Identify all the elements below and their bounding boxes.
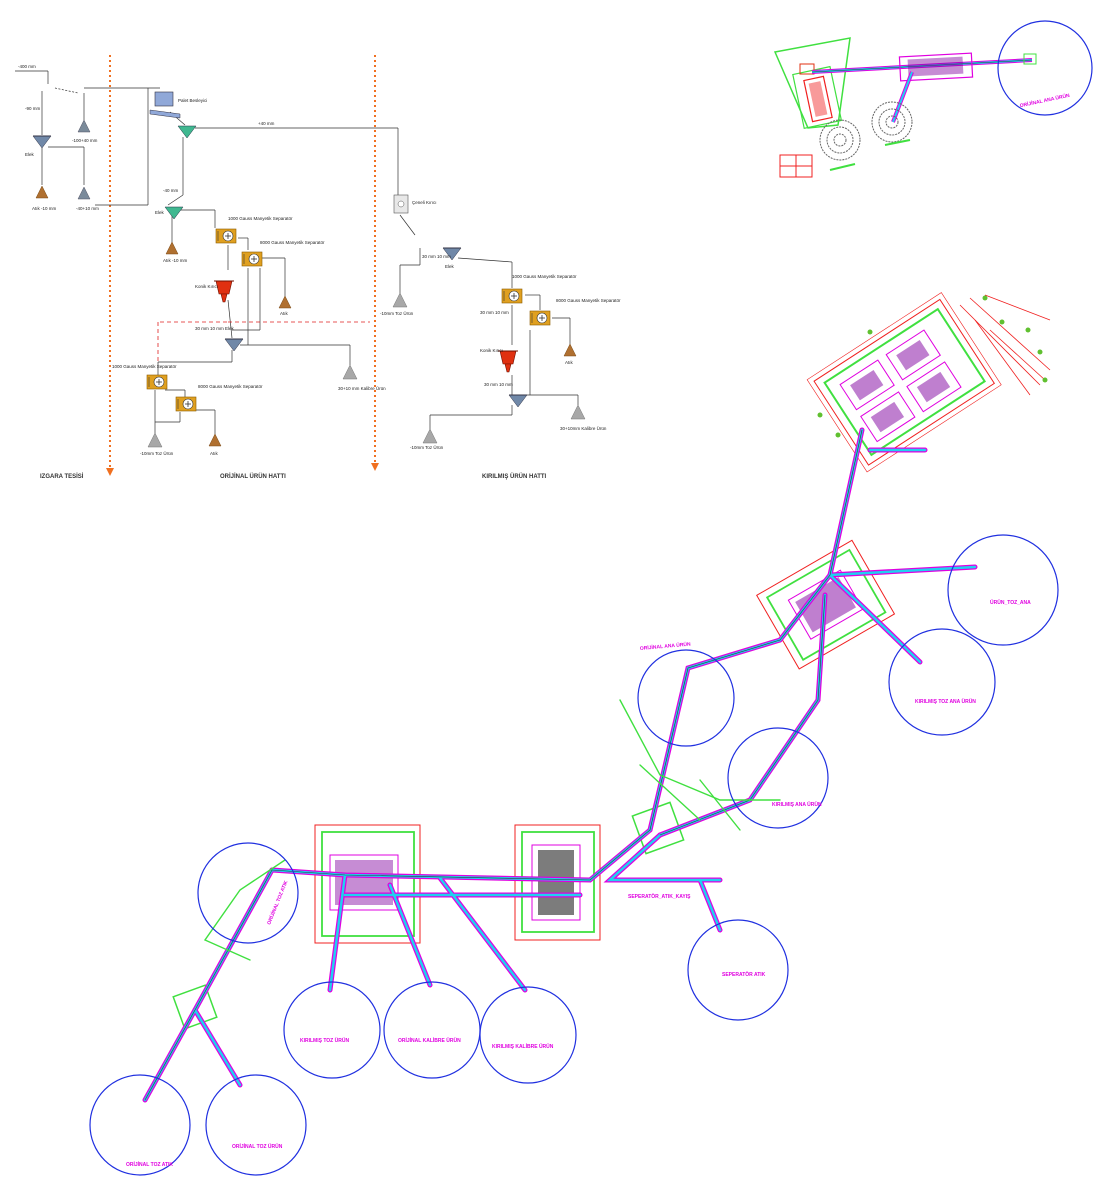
pile-toz-c [422,428,438,444]
lbl-ceneli-kirici: Çeneli Kırıcı [412,200,437,205]
plan-label-11: SEPERATÖR_ATIK_KAYIŞ [628,893,691,900]
lbl-atik-c: Atık [565,360,574,365]
plan-label-7: KIRILMIŞ KALİBRE ÜRÜN [492,1043,554,1050]
pile-kalibre-a [342,364,358,380]
lbl-sep1000-b: 1000 Gauss Manyetik Separatör [112,364,177,369]
lbl-sep8000-c: 8000 Gauss Manyetik Separatör [556,298,621,303]
plan-top: ORİJİNAL ANA ÜRÜN [773,20,1093,178]
plan-label-2: KIRILMIŞ TOZ ANA ÜRÜN [915,698,976,705]
lbl-palet-besleyici: Palet Besleyici [178,98,207,103]
konik-kirici-b-icon [497,350,519,373]
lbl-atik-b: Atık [210,451,219,456]
sep-8000-b [175,396,197,412]
lbl-sep1000-a: 1000 Gauss Manyetik Separatör [228,216,293,221]
plan-label-3: KIRILMIŞ ANA ÜRÜN [772,801,822,808]
plan-label-9: ORİJİNAL TOZ ATIK [265,879,289,926]
section-label-izgara: IZGARA TESİSİ [40,473,84,480]
plan-main: ORİJİNAL TOZ ATIK ORİJİNAL ANA ÜRÜN KIRI… [89,292,1059,1176]
lbl-sep8000-b: 8000 Gauss Manyetik Separatör [198,384,263,389]
lbl-atik-a: Atık [280,311,289,316]
lbl-range-30-10-a: 30 mm 10 mm Elek [195,326,235,331]
elek2-screen [164,206,184,220]
plan-label-1: ORİJİNAL ANA ÜRÜN [640,641,692,652]
lbl-feed: -400 mm [18,64,36,69]
lbl-minus90: -90 mm [25,106,41,111]
lbl-sep1000-c: 1000 Gauss Manyetik Separatör [512,274,577,279]
lbl-sep8000-a: 8000 Gauss Manyetik Separatör [260,240,325,245]
sep-1000-b [146,374,168,390]
pile-kalibre-b [570,404,586,420]
plan-label-6: ORİJİNAL KALİBRE ÜRÜN [398,1037,461,1044]
lbl-range-30-10-d: 30 mm 10 mm [484,382,513,387]
pile-atik-10 [35,185,49,199]
lbl-elek1: Elek [25,152,35,157]
plan-label-10: ORİJİNAL TOZ ÜRÜN [232,1143,283,1150]
elek1-screen [32,135,52,149]
pile-40-10 [77,186,91,200]
lbl-kalibre-urun: 30+10mm Kalibre Ürün [560,425,607,431]
lbl-kirilmis-urun-a: 30+10 mm Kalibre Ürün [338,385,386,391]
sep-1000-a [215,228,237,244]
plan-label-8: SEPERATÖR ATIK [722,971,766,978]
pile-atik-a [278,295,292,309]
flowsheet: -400 mm -90 mm Elek -100+40 mm Atık -10 … [15,55,621,480]
lbl-atik-10: Atık -10 mm [32,206,57,211]
lbl-toz-urun-c: -10mm Toz Ürün [410,444,444,450]
screen-building-right [514,824,601,941]
ceneli-kirici-icon [393,194,409,214]
screen-plus40 [177,125,197,139]
lbl-toz-urun-a: -10mm Toz Ürün [140,450,174,456]
lbl-minus40: -40 mm [163,188,179,193]
section-label-kirilmis: KIRILMIŞ ÜRÜN HATTI [482,473,547,480]
conveyors [142,427,978,1103]
crusher-building-top [806,292,1002,473]
lbl-plus40: +40 mm [258,121,275,126]
lbl-atik-10b: Atık -10 mm [163,258,188,263]
pile-toz-b [392,292,408,308]
lbl-toz-urun-b: -10mm Toz Ürün [380,310,414,316]
lbl-product-100-40: -100+40 mm [72,138,98,143]
pile-atik-c [563,343,577,357]
section-label-orijinal: ORİJİNAL ÜRÜN HATTI [220,473,286,480]
lbl-konik-kirici-a: Konik Kırıcı [195,284,218,289]
lbl-product-40-10: -40+10 mm [76,206,99,211]
lbl-elek2: Elek [155,210,165,215]
plan-top-label: ORİJİNAL ANA ÜRÜN [1019,92,1071,110]
plan-label-4: ÜRÜN_TOZ_ANA [990,599,1031,606]
sep-1000-c [501,288,523,304]
plan-label-5: KIRILMIŞ TOZ ÜRÜN [300,1037,349,1044]
sep-8000-c [529,310,551,326]
plan-label-0: ORİJİNAL TOZ ATIK [126,1161,173,1168]
lbl-range-30-10-c: 30 mm 10 mm [480,310,509,315]
lbl-konik-kirici-b: Konik Kırıcı [480,348,503,353]
pile-100-40 [77,119,91,133]
pile-toz-a [147,432,163,448]
palet-besleyici-icon [149,91,181,119]
lbl-range-30-10-b: 30 mm 10 mm [422,254,451,259]
sep-8000-a [241,251,263,267]
stockpile-circles [89,534,1059,1176]
pile-atik-10b [165,241,179,255]
lbl-elek3: Elek [445,264,455,269]
pile-atik-b [208,433,222,447]
